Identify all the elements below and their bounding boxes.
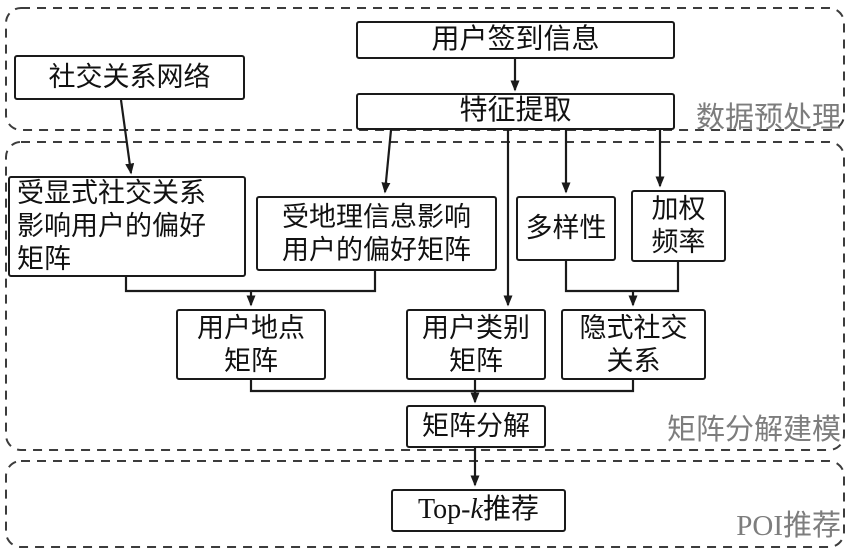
- node-weighted-frequency-line1: 加权: [651, 194, 706, 225]
- node-explicit-social-line2: 影响用户的偏好: [17, 211, 206, 242]
- node-checkin-info-label: 用户签到信息: [431, 23, 600, 55]
- node-weighted-frequency: 加权 频率: [631, 190, 726, 262]
- node-implicit-social-relations: 隐式社交 关系: [561, 309, 706, 380]
- node-explicit-social-line3: 矩阵: [17, 243, 71, 274]
- node-user-category-matrix: 用户类别 矩阵: [406, 309, 546, 380]
- node-implicit-social-line1: 隐式社交: [579, 312, 688, 343]
- node-implicit-social-line2: 关系: [606, 345, 661, 376]
- node-diversity-label: 多样性: [525, 213, 607, 244]
- topk-prefix: Top-: [418, 494, 471, 526]
- node-feature-extraction: 特征提取: [356, 93, 675, 130]
- node-matrix-factorization: 矩阵分解: [406, 405, 546, 448]
- node-user-category-line2: 矩阵: [449, 345, 503, 376]
- node-user-location-matrix: 用户地点 矩阵: [176, 309, 326, 380]
- node-social-network: 社交关系网络: [14, 55, 245, 100]
- node-explicit-social-preference-matrix: 受显式社交关系 影响用户的偏好 矩阵: [8, 176, 246, 277]
- section-label-matrix-factorization-modeling: 矩阵分解建模: [666, 414, 841, 446]
- section-label-data-preprocessing: 数据预处理: [695, 102, 841, 134]
- node-matrix-factorization-label: 矩阵分解: [422, 411, 530, 442]
- node-checkin-info: 用户签到信息: [356, 21, 675, 59]
- node-geo-preference-matrix: 受地理信息影响 用户的偏好矩阵: [256, 196, 497, 271]
- topk-suffix: 推荐: [482, 494, 539, 526]
- node-explicit-social-line1: 受显式社交关系: [17, 178, 206, 209]
- node-feature-extraction-label: 特征提取: [459, 95, 572, 127]
- node-social-network-label: 社交关系网络: [48, 62, 211, 93]
- node-user-category-line1: 用户类别: [422, 312, 530, 343]
- section-label-poi-recommendation: POI推荐: [736, 510, 841, 542]
- node-diversity: 多样性: [516, 196, 616, 261]
- node-user-location-line1: 用户地点: [197, 312, 305, 343]
- topk-italic-k: k: [470, 494, 483, 526]
- node-geo-matrix-line1: 受地理信息影响: [282, 201, 471, 232]
- node-user-location-line2: 矩阵: [224, 345, 278, 376]
- node-geo-matrix-line2: 用户的偏好矩阵: [282, 234, 471, 265]
- node-weighted-frequency-line2: 频率: [651, 227, 706, 257]
